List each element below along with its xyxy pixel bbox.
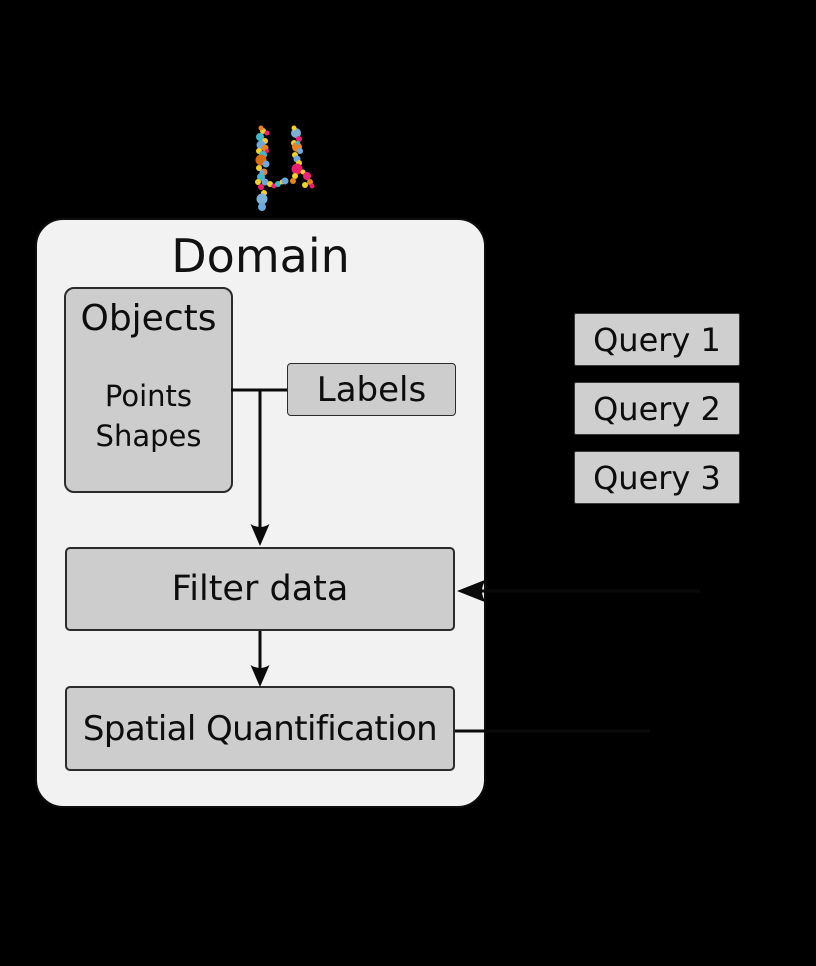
query-3-label: Query 3 — [593, 458, 721, 497]
objects-item-shapes: Shapes — [95, 419, 202, 454]
query-2-label: Query 2 — [593, 389, 721, 428]
query-1-box: Query 1 — [574, 313, 740, 366]
objects-box: Objects Points Shapes — [64, 287, 233, 493]
objects-item-points: Points — [104, 379, 193, 414]
query-2-box: Query 2 — [574, 382, 740, 435]
mu-logo-icon — [255, 125, 315, 211]
filter-data-box: Filter data — [65, 547, 455, 631]
filter-data-label: Filter data — [171, 569, 349, 609]
objects-box-items: Points Shapes — [96, 376, 202, 456]
objects-box-title: Objects — [80, 298, 217, 339]
query-1-label: Query 1 — [593, 320, 721, 359]
domain-title: Domain — [171, 229, 350, 283]
spatial-quantification-label: Spatial Quantification — [82, 708, 438, 749]
spatial-quantification-box: Spatial Quantification — [65, 686, 455, 771]
labels-box: Labels — [287, 363, 456, 416]
query-3-box: Query 3 — [574, 451, 740, 504]
labels-box-label: Labels — [316, 369, 427, 410]
